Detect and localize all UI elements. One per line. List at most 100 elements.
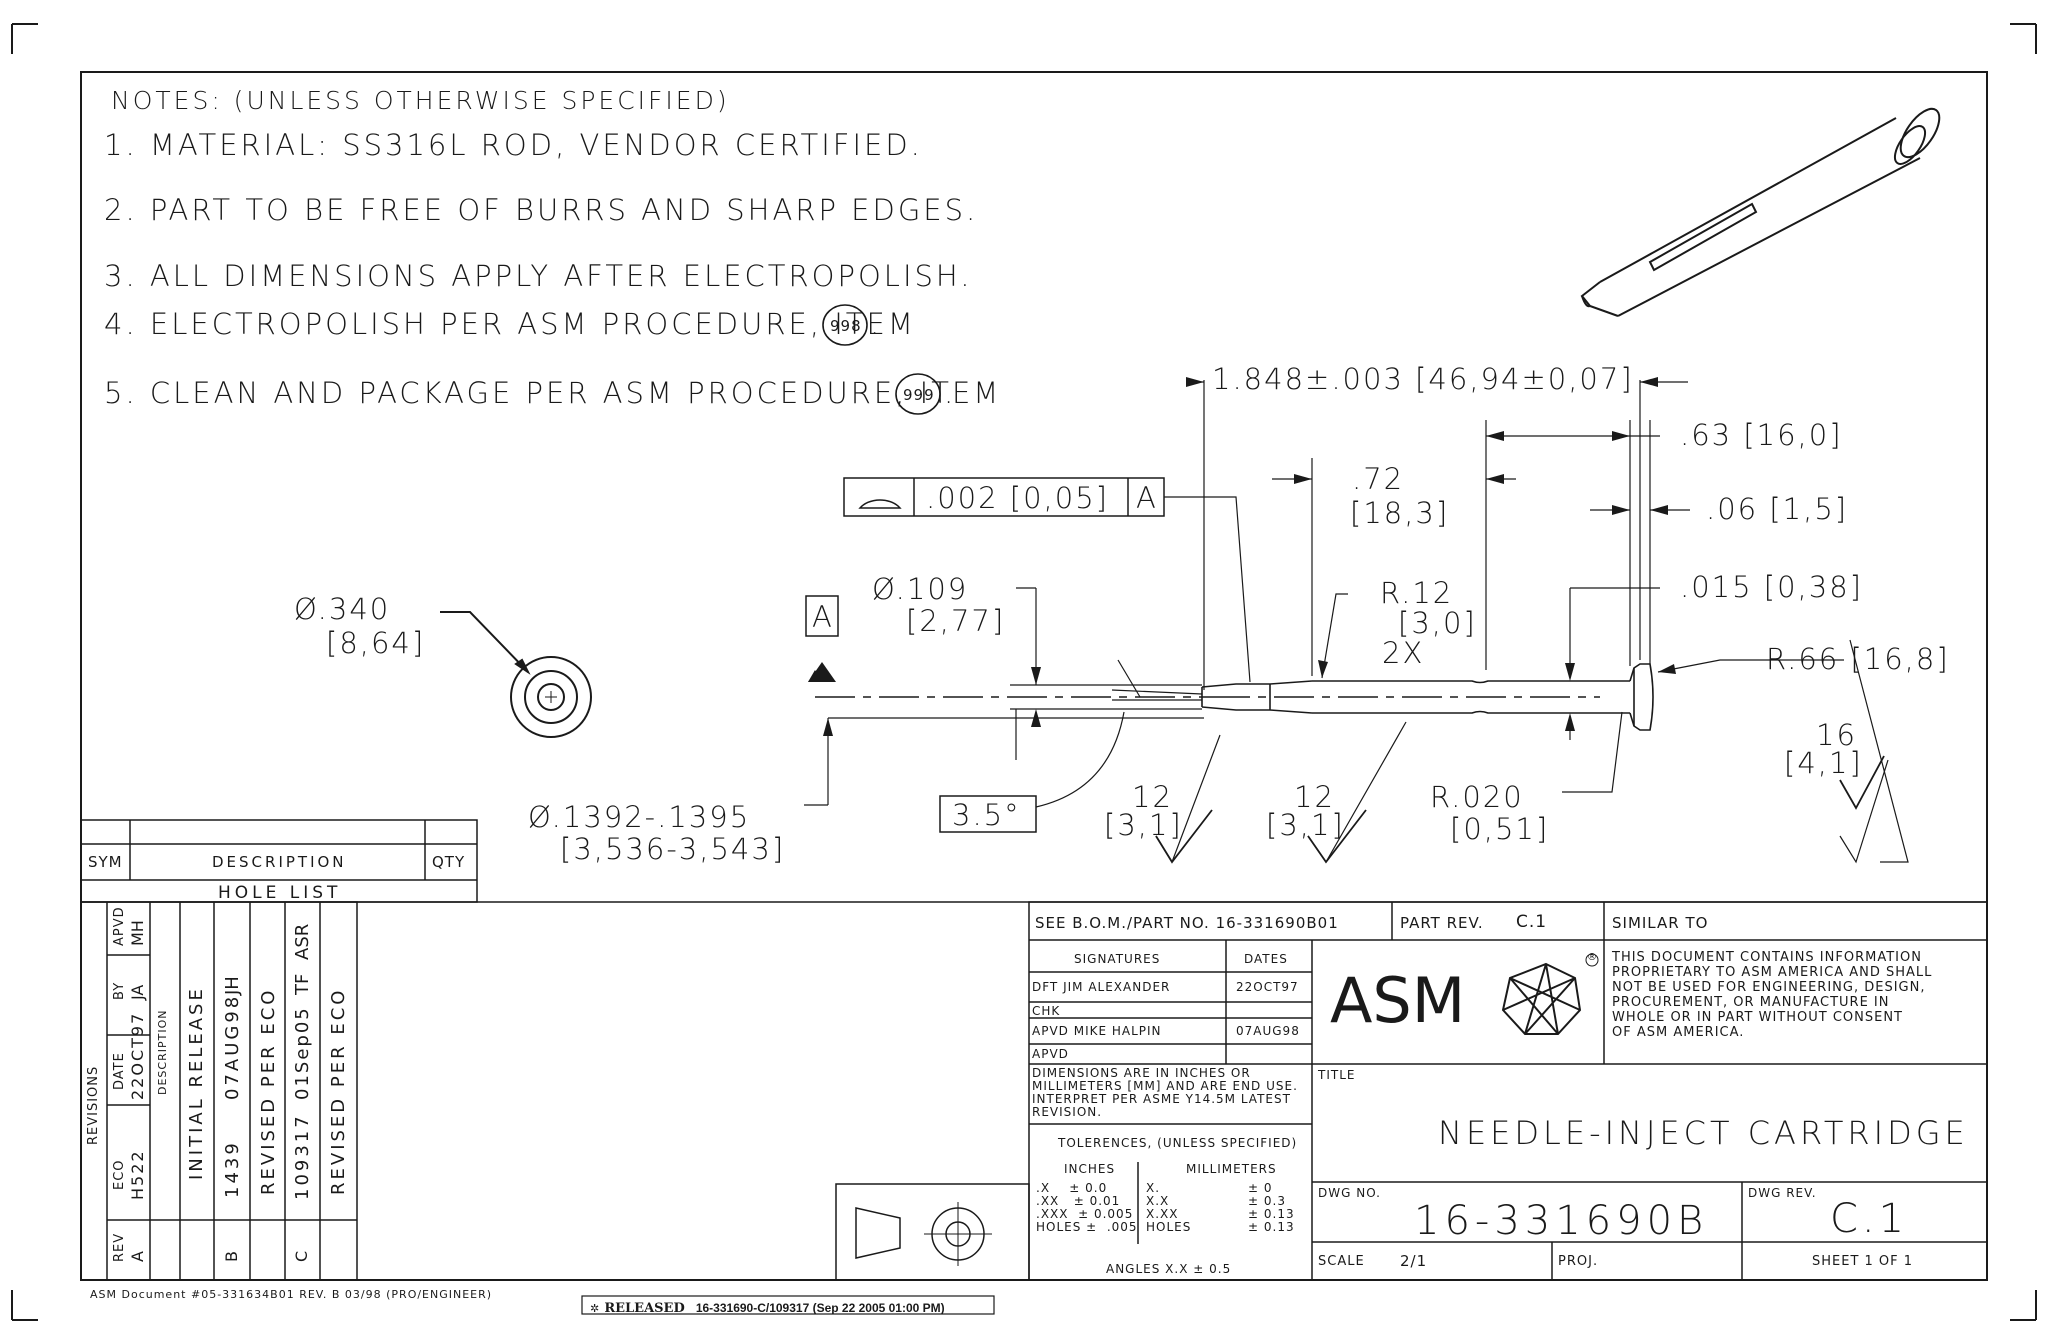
- angles-tolerance: ANGLES X.X ± 0.5: [1106, 1262, 1232, 1276]
- finish-12-a: 12: [1132, 780, 1173, 814]
- dim-dia-1392-mm: [3,536-3,543]: [560, 832, 786, 866]
- signatures-label: SIGNATURES: [1074, 952, 1161, 966]
- asm-document-ref: ASM Document #05-331634B01 REV. B 03/98 …: [90, 1288, 493, 1301]
- dim-angle: 3.5°: [952, 798, 1021, 832]
- isometric-view: [1580, 107, 1941, 317]
- rev-a-desc: INITIAL RELEASE: [186, 986, 207, 1180]
- datum-a: A: [812, 600, 834, 634]
- note-1: 1. MATERIAL: SS316L ROD, VENDOR CERTIFIE…: [104, 128, 923, 162]
- hole-list-col-sym: SYM: [88, 853, 123, 871]
- dim-dia-1392-in: Ø.1392-.1395: [528, 800, 751, 834]
- revisions-title: REVISIONS: [86, 1065, 101, 1145]
- dim-r012-mm: [3,0]: [1398, 606, 1477, 640]
- rev-header-rev: REV: [112, 1232, 127, 1262]
- finish-12-a-mm: [3,1]: [1104, 808, 1183, 842]
- rev-c-apvd: ASR: [292, 923, 313, 960]
- tol-mm-val-3: ± 0.13: [1248, 1207, 1295, 1221]
- scale-label: SCALE: [1318, 1254, 1365, 1269]
- rev-a-rev: A: [128, 1251, 147, 1262]
- rev-a-date: 22OCT97: [128, 1011, 147, 1100]
- note-3: 3. ALL DIMENSIONS APPLY AFTER ELECTROPOL…: [104, 259, 973, 293]
- released-label: RELEASED: [604, 1301, 685, 1316]
- tol-in-3: .XXX ± 0.005: [1036, 1207, 1134, 1221]
- proj-label: PROJ.: [1558, 1254, 1599, 1269]
- tol-in-4: HOLES ± .005: [1036, 1220, 1138, 1234]
- dims-note-1: DIMENSIONS ARE IN INCHES OR: [1032, 1066, 1251, 1080]
- dwg-rev-label: DWG REV.: [1748, 1186, 1817, 1200]
- hole-list-col-desc: DESCRIPTION: [212, 853, 347, 871]
- part-rev-label: PART REV.: [1400, 914, 1484, 932]
- drawing-number: 16-331690B: [1414, 1198, 1709, 1244]
- tol-mm-val-2: ± 0.3: [1248, 1194, 1286, 1208]
- dim-072-in: .72: [1352, 462, 1405, 496]
- see-bom-part-no: SEE B.O.M./PART NO. 16-331690B01: [1035, 914, 1339, 932]
- tol-in-2: .XX ± 0.01: [1036, 1194, 1121, 1208]
- dim-072-mm: [18,3]: [1350, 496, 1450, 530]
- rev-b-eco: 1439: [222, 1140, 243, 1198]
- released-info: 16-331690-C/109317 (Sep 22 2005 01:00 PM…: [695, 1301, 945, 1315]
- dim-dia-109-mm: [2,77]: [906, 604, 1006, 638]
- tol-mm-lbl-4: HOLES: [1146, 1220, 1192, 1234]
- dim-006: .06 [1,5]: [1706, 492, 1849, 526]
- end-view: [440, 611, 592, 738]
- rev-header-by: BY: [112, 981, 127, 1000]
- rev-b-rev: B: [222, 1251, 241, 1262]
- registered-mark: ®: [1587, 952, 1598, 963]
- tol-mm-lbl-1: X.: [1146, 1181, 1161, 1195]
- dims-note-3: INTERPRET PER ASME Y14.5M LATEST: [1032, 1092, 1291, 1106]
- feature-control-frame: [843, 477, 1165, 517]
- rev-header-apvd: APVD: [112, 906, 127, 946]
- chk-label: CHK: [1032, 1004, 1061, 1018]
- note-5: 5. CLEAN AND PACKAGE PER ASM PROCEDURE, …: [104, 376, 1002, 410]
- note-4-item-ref: 998: [830, 317, 862, 335]
- dates-label: DATES: [1244, 952, 1288, 966]
- millimeters-label: MILLIMETERS: [1186, 1162, 1277, 1176]
- dim-r012-in: R.12: [1380, 576, 1454, 610]
- third-angle-projection-symbol: [835, 1183, 1030, 1281]
- dwg-no-label: DWG NO.: [1318, 1186, 1381, 1200]
- dim-dia-109-in: Ø.109: [872, 572, 969, 606]
- rev-c-desc: REVISED PER ECO: [328, 987, 349, 1195]
- tolerances-header: TOLERENCES, (UNLESS SPECIFIED): [1058, 1136, 1298, 1150]
- tol-mm-val-1: ± 0: [1248, 1181, 1273, 1195]
- dim-r020-in: R.020: [1430, 780, 1524, 814]
- released-stamp: ✲ RELEASED 16-331690-C/109317 (Sep 22 20…: [590, 1297, 945, 1316]
- tol-mm-lbl-2: X.X: [1146, 1194, 1170, 1208]
- title-block-grid: [1028, 901, 1988, 1281]
- drawing-title: NEEDLE-INJECT CARTRIDGE: [1438, 1114, 1969, 1152]
- tol-mm-lbl-3: X.XX: [1146, 1207, 1179, 1221]
- title-label: TITLE: [1318, 1068, 1356, 1082]
- rev-a-apvd: MH: [128, 920, 147, 946]
- asm-logo-symbol: [1501, 953, 1599, 1035]
- rev-header-desc: DESCRIPTION: [156, 1009, 169, 1095]
- rev-b-date: 07AUG98: [222, 993, 243, 1100]
- finish-12-b: 12: [1294, 780, 1335, 814]
- similar-to-label: SIMILAR TO: [1612, 914, 1709, 932]
- notes-header: NOTES: (UNLESS OTHERWISE SPECIFIED): [111, 86, 730, 115]
- dim-dia-340-mm: [8,64]: [326, 626, 426, 660]
- proprietary-3: NOT BE USED FOR ENGINEERING, DESIGN,: [1612, 980, 1926, 995]
- hole-list-title: HOLE LIST: [218, 883, 342, 903]
- rev-b-desc: REVISED PER ECO: [258, 987, 279, 1195]
- proprietary-2: PROPRIETARY TO ASM AMERICA AND SHALL: [1612, 965, 1933, 980]
- dim-r012-qty: 2X: [1382, 636, 1425, 670]
- dim-r066: R.66 [16,8]: [1766, 642, 1950, 676]
- rev-c-by: TF: [292, 973, 313, 995]
- finish-16-mm: [4,1]: [1784, 746, 1863, 780]
- side-view: [815, 663, 1654, 731]
- rev-c-eco: 109317: [292, 1113, 313, 1200]
- proprietary-5: WHOLE OR IN PART WITHOUT CONSENT: [1612, 1010, 1903, 1025]
- apvd-date: 07AUG98: [1236, 1024, 1300, 1038]
- rev-b-by: JH: [222, 976, 243, 995]
- dims-note-2: MILLIMETERS [MM] AND ARE END USE.: [1032, 1079, 1298, 1093]
- asm-logo: ASM: [1330, 964, 1466, 1037]
- dim-r020-mm: [0,51]: [1450, 812, 1550, 846]
- note-5-item-ref: 999: [903, 386, 935, 404]
- note-5-period: .: [944, 376, 957, 410]
- revisions-table: [80, 901, 358, 1281]
- fcf-tolerance: .002 [0,05]: [926, 481, 1109, 515]
- sheet-label: SHEET 1 OF 1: [1812, 1254, 1914, 1269]
- dim-015: .015 [0,38]: [1680, 570, 1863, 604]
- proprietary-6: OF ASM AMERICA.: [1612, 1025, 1745, 1040]
